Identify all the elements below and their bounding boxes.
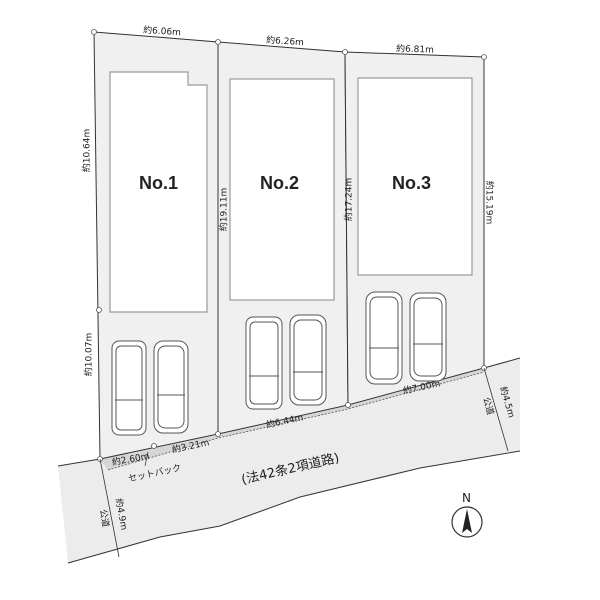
building-2	[229, 78, 335, 301]
building-3	[357, 77, 473, 276]
lot-3-frontage-label: 約6.81m	[395, 44, 434, 56]
lot-3-right-side-label: 約15.19m	[483, 180, 494, 225]
lot-2-name: No.2	[260, 173, 300, 193]
north-arrow-icon	[451, 506, 483, 538]
survey-markers	[91, 29, 487, 462]
road-edge-right	[483, 357, 521, 369]
setback-strip	[100, 368, 484, 470]
building-1	[109, 71, 208, 313]
north-label: N	[462, 491, 471, 505]
lot-1-name: No.1	[139, 173, 179, 193]
parking-cars	[111, 291, 447, 436]
lot-1-left-lower-label: 約10.07m	[84, 332, 95, 377]
road-edge-top	[57, 458, 101, 467]
lot-3-name: No.3	[392, 173, 432, 193]
road-edge-bottom	[67, 450, 521, 564]
road-area	[58, 358, 520, 563]
road-width-right-line	[483, 367, 509, 452]
lot-2-right-side-label: 約17.24m	[344, 177, 355, 222]
setback-leader	[144, 451, 149, 467]
road-width-left-type: 公道	[97, 508, 110, 529]
setback-line	[107, 371, 485, 471]
road-width-left-line	[99, 458, 120, 558]
lot-1-right-side-label: 約19.11m	[219, 187, 230, 232]
lot-1-left-side-label: 約10.64m	[82, 128, 93, 173]
